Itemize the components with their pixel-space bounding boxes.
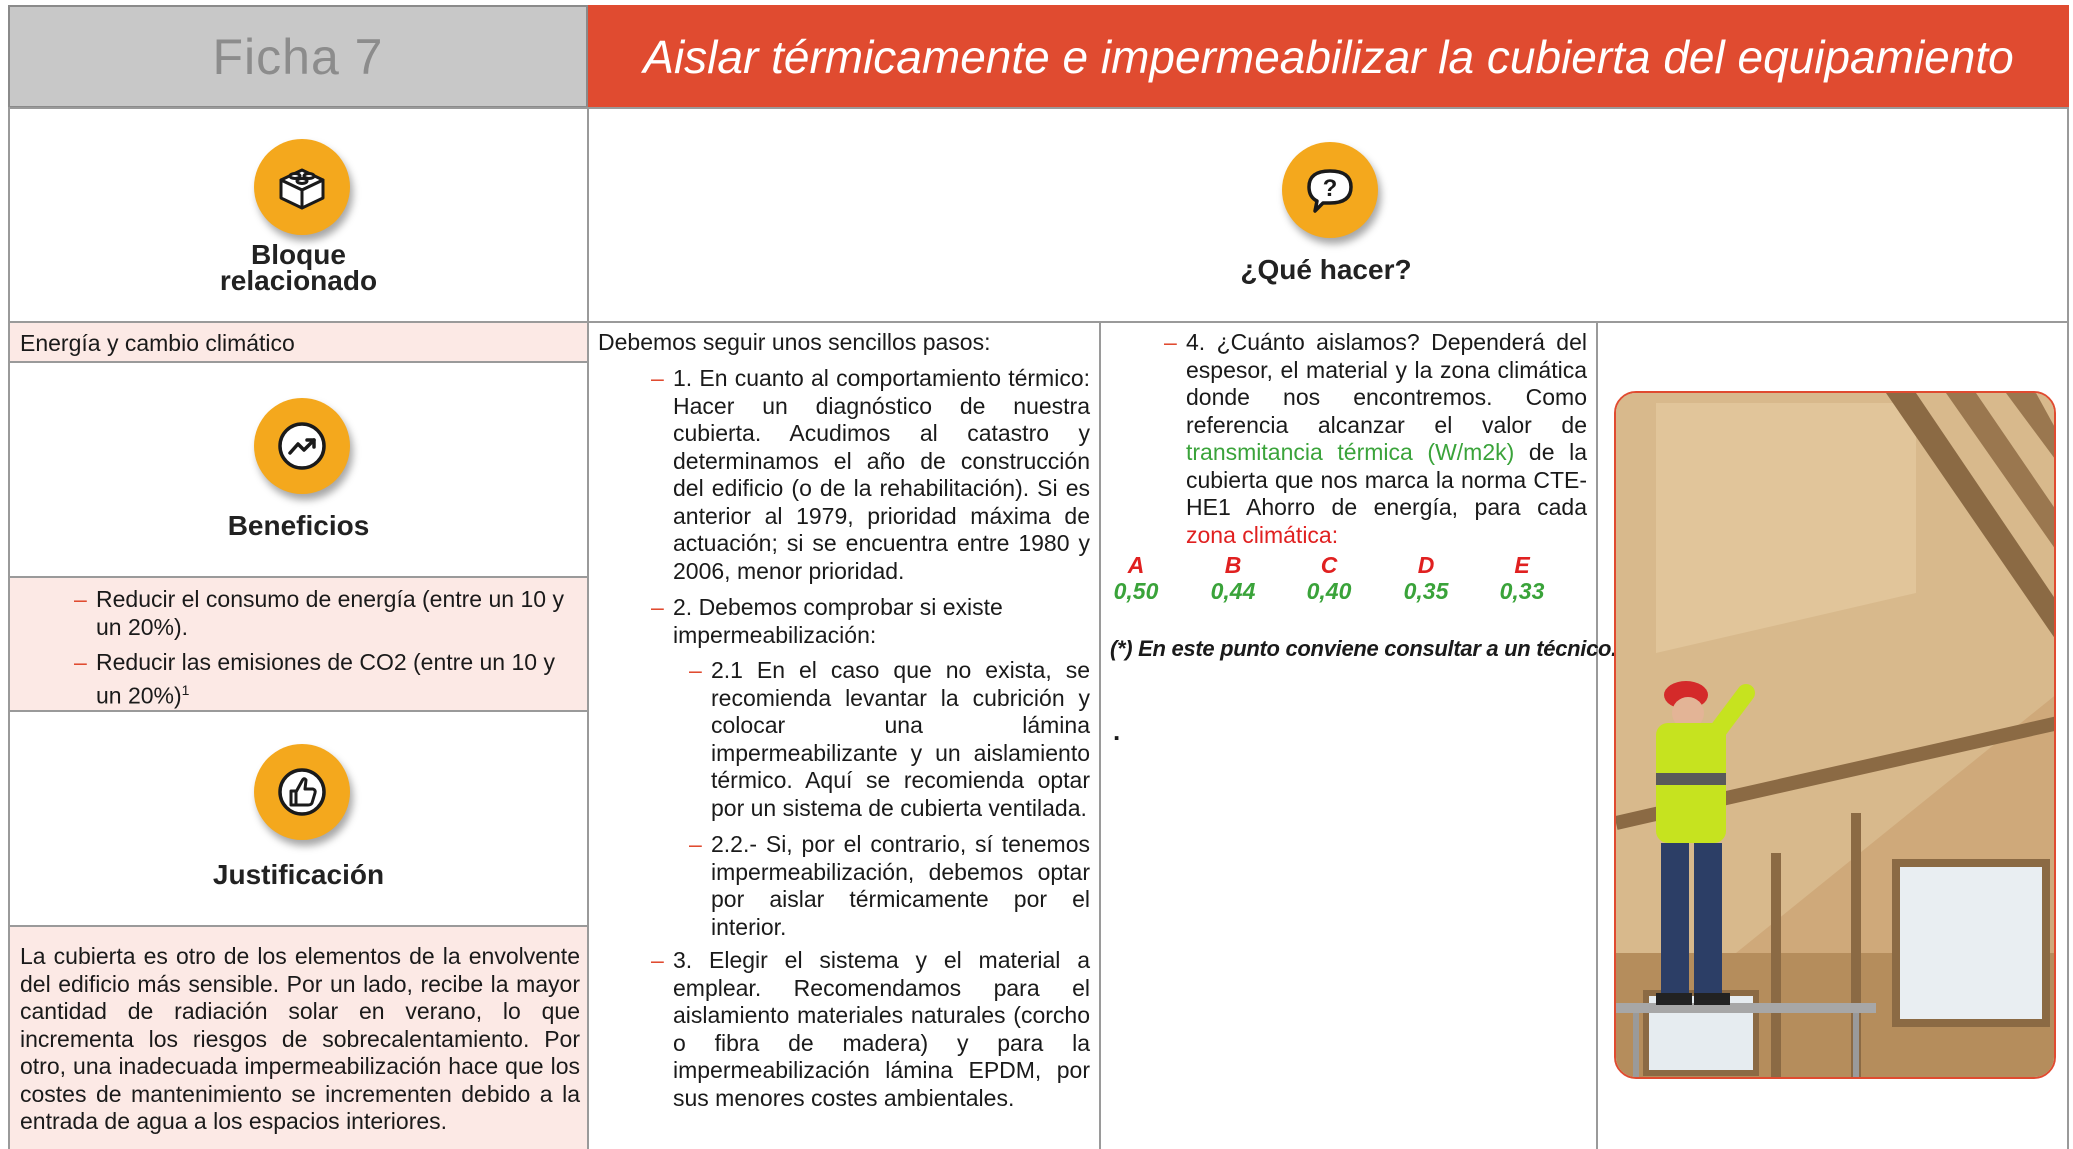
step-4: – 4. ¿Cuánto aislamos? Dependerá del esp… [1164,329,1588,549]
bloque-label: Bloque relacionado [10,239,587,296]
justificacion-label: Justificación [212,859,385,890]
bloque-label-line2: relacionado [219,265,378,296]
column-divider [587,321,589,1149]
beneficio-item: – Reducir las emisiones de CO2 (entre un… [74,649,583,710]
dash-bullet: – [689,831,702,857]
zone-value: 0,40 [1306,578,1352,604]
ficha-number: Ficha 7 [212,28,384,85]
bloque-value: Energía y cambio climático [20,330,295,356]
dash-bullet: – [74,586,87,612]
step-2: – 2. Debemos comprobar si existe imperme… [651,594,1090,649]
zone-value: 0,44 [1210,578,1256,604]
steps-intro: Debemos seguir unos sencillos pasos: [598,329,991,355]
svg-text:?: ? [1323,175,1338,202]
zone-letter: C [1320,552,1338,578]
dash-bullet: – [651,594,664,620]
tecnico-note: (*) En este punto conviene consultar a u… [1110,636,1617,661]
beneficios-label: Beneficios [227,510,370,541]
beneficios-panel: Beneficios [8,361,589,578]
que-hacer-panel: ? ¿Qué hacer? [587,107,2069,323]
ficha-number-header: Ficha 7 [8,5,588,108]
ficha-title-header: Aislar térmicamente e impermeabilizar la… [588,5,2069,108]
step-1-text: 1. En cuanto al comportamiento térmico: … [673,365,1090,584]
footnote-marker: 1 [181,681,190,698]
step-2-2-text: 2.2.- Si, por el contrario, sí tenemos i… [711,831,1090,940]
ficha-title: Aislar térmicamente e impermeabilizar la… [643,30,2014,83]
step-2-1: – 2.1 En el caso que no exista, se recom… [689,657,1090,822]
question-bubble-icon: ? [1282,142,1378,238]
roof-insulation-photo [1614,391,2056,1079]
bloque-value-row: Energía y cambio climático [8,321,589,363]
step-2-2: – 2.2.- Si, por el contrario, sí tenemos… [689,831,1090,941]
beneficios-list: – Reducir el consumo de energía (entre u… [8,576,589,712]
step-2-1-text: 2.1 En el caso que no exista, se recomie… [711,657,1090,821]
trend-up-icon [254,398,350,494]
zone-value: 0,35 [1403,578,1449,604]
justificacion-text-box: La cubierta es otro de los elementos de … [8,925,589,1149]
blocks-icon [254,139,350,235]
step-3: – 3. Elegir el sistema y el material a e… [651,947,1090,1112]
justificacion-text: La cubierta es otro de los elementos de … [20,943,580,1134]
zone-letter: E [1514,552,1530,578]
dash-bullet: – [74,649,87,675]
dash-bullet: – [1164,329,1177,355]
step-2-text: 2. Debemos comprobar si existe impermeab… [673,594,1003,648]
column-divider [1099,321,1101,1149]
zone-letter: D [1417,552,1435,578]
dash-bullet: – [651,365,664,391]
beneficio-text: Reducir las emisiones de CO2 (entre un 1… [96,649,555,709]
zona-climatica-link[interactable]: zona climática: [1186,521,1339,548]
justificacion-panel: Justificación [8,710,589,927]
column-divider [2067,321,2069,1149]
dash-bullet: – [651,947,664,973]
transmitancia-link[interactable]: transmitancia térmica (W/m2k) [1186,439,1515,465]
step-4-text-cont: de la cubierta que nos marca la norma CT… [1186,439,1588,520]
column-divider [1596,321,1598,1149]
dash-bullet: – [689,657,702,683]
step-3-text: 3. Elegir el sistema y el material a emp… [673,947,1090,1111]
thumbs-up-icon [254,744,350,840]
beneficio-text: Reducir el consumo de energía (entre un … [96,586,564,640]
step-1: – 1. En cuanto al comportamiento térmico… [651,365,1090,585]
bloque-label-line1: Bloque [251,239,346,270]
que-hacer-label: ¿Qué hacer? [1240,254,1412,285]
zone-letter: A [1127,552,1145,578]
bloque-panel: Bloque relacionado [8,107,589,323]
beneficio-item: – Reducir el consumo de energía (entre u… [74,586,583,641]
step-4-text: 4. ¿Cuánto aislamos? Dependerá del espes… [1186,329,1587,438]
zone-letter: B [1224,552,1242,578]
zone-value: 0,50 [1113,578,1159,604]
zone-value: 0,33 [1499,578,1545,604]
stray-dot: . [1113,716,1121,746]
